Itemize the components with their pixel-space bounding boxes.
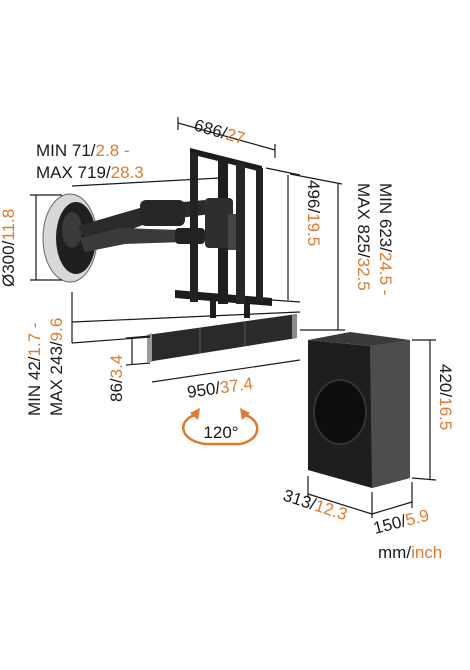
label-width: 686/27	[192, 116, 247, 149]
label-offset-min: MIN 42/1.7 -	[25, 322, 44, 416]
label-drop-max: MAX 825/32.5	[354, 183, 373, 291]
subwoofer	[308, 332, 410, 488]
rotation-label: 120°	[203, 423, 238, 442]
label-sub-height: 420/16.5	[436, 364, 455, 430]
label-depth-max: MAX 719/28.3	[36, 163, 144, 182]
label-sub-width: 150/5.9	[371, 506, 431, 538]
wall-plate	[42, 193, 98, 283]
units-legend: mm/inch	[378, 543, 442, 562]
label-wall-plate: Ø300/11.8	[0, 209, 18, 287]
label-drop-min: MIN 623/24.5 -	[376, 183, 395, 295]
dimension-lines	[30, 117, 437, 518]
label-depth-min: MIN 71/2.8 -	[36, 141, 130, 160]
label-bar-height: 86/3.4	[107, 355, 126, 402]
label-height: 496/19.5	[304, 180, 323, 246]
label-offset-max: MAX 243/9.6	[47, 318, 66, 416]
label-bar-width: 950/37.4	[186, 374, 254, 402]
tv-mounting-frame	[175, 148, 272, 318]
rotation-indicator: 120°	[182, 408, 259, 446]
label-sub-depth: 313/12.3	[281, 486, 350, 525]
soundbar	[147, 314, 297, 362]
